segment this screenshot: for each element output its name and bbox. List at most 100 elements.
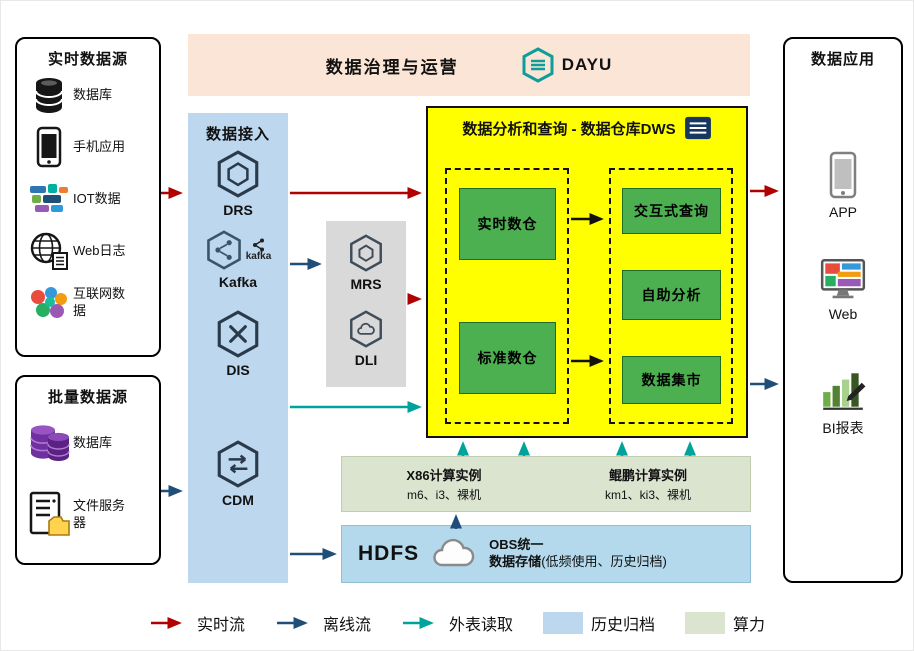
- legend-item-archive: 历史归档: [543, 611, 655, 635]
- list-item-iot: IOT数据: [17, 173, 159, 225]
- legend-label: 离线流: [322, 617, 371, 634]
- obs-cloud-icon: [433, 538, 475, 567]
- item-label: 互联网数据: [73, 286, 126, 318]
- dws-header: 数据分析和查询 - 数据仓库DWS: [428, 108, 746, 140]
- red-arrow-icon: [150, 617, 182, 629]
- app-label: APP: [828, 204, 857, 220]
- dws-panel: 数据分析和查询 - 数据仓库DWS 实时数仓 标准数仓 交互式查询 自助分析 数…: [426, 106, 748, 438]
- service-label: DRS: [223, 202, 253, 218]
- legend-label: 实时流: [196, 617, 245, 634]
- item-label: 手机应用: [73, 138, 126, 154]
- legend: 实时流 离线流 外表读取 历史归档 算力: [1, 611, 913, 635]
- kafka-logo-icon: [253, 238, 265, 252]
- smartphone-icon: [829, 151, 857, 199]
- mrs-icon: [350, 234, 382, 272]
- list-item-file-server: 文件服务器: [17, 479, 159, 551]
- service-label: Kafka: [218, 274, 258, 290]
- legend-label: 外表读取: [448, 617, 513, 634]
- bi-report-icon: [823, 373, 866, 410]
- list-item-batch-database: 数据库: [17, 407, 159, 479]
- archive-swatch: [543, 612, 583, 634]
- hdfs-label: HDFS: [358, 542, 420, 565]
- realtime-warehouse-box: 实时数仓: [459, 188, 556, 260]
- list-item-weblog: Web日志: [17, 225, 159, 277]
- service-drs: DRS: [188, 149, 288, 218]
- item-label: 数据库: [73, 86, 113, 102]
- internet-data-icon: [25, 285, 73, 321]
- app-item-app: APP: [785, 151, 901, 220]
- app-item-bi: BI报表: [785, 367, 901, 438]
- globe-document-icon: [25, 231, 73, 271]
- purple-database-icon: [25, 420, 73, 466]
- dli-icon: [350, 310, 382, 348]
- obs-line1: OBS统一: [489, 537, 544, 553]
- interactive-query-box: 交互式查询: [622, 188, 721, 234]
- legend-item-compute: 算力: [685, 611, 765, 635]
- app-label: Web: [828, 306, 858, 322]
- service-mrs: MRS: [326, 233, 406, 292]
- list-item-internet: 互联网数据: [17, 277, 159, 329]
- phone-icon: [25, 126, 73, 168]
- item-label: 数据库: [73, 434, 113, 450]
- service-kafka: kafka Kafka: [188, 229, 288, 290]
- applications-panel: 数据应用 APP Web: [783, 37, 903, 583]
- blue-arrow-icon: [276, 617, 308, 629]
- service-label: DLI: [354, 352, 378, 368]
- batch-sources-panel: 批量数据源 数据库: [15, 375, 161, 565]
- app-label: BI报表: [822, 420, 864, 436]
- instance-detail: km1、ki3、裸机: [604, 488, 691, 502]
- compute-swatch: [685, 612, 726, 634]
- service-dli: DLI: [326, 309, 406, 368]
- legend-label: 历史归档: [591, 617, 656, 634]
- legend-item-external: 外表读取: [401, 611, 513, 635]
- standard-warehouse-box: 标准数仓: [459, 322, 556, 394]
- instance-name: 鲲鹏计算实例: [608, 468, 687, 483]
- item-label: IOT数据: [73, 190, 121, 206]
- governance-banner: 数据治理与运营 DAYU: [188, 34, 750, 96]
- instance-name: X86计算实例: [406, 468, 482, 483]
- database-icon: [25, 76, 73, 114]
- self-service-analysis-box: 自助分析: [622, 270, 721, 320]
- legend-item-offline: 离线流: [275, 611, 371, 635]
- kafka-wordmark: kafka: [245, 238, 272, 262]
- document-lines-icon: [684, 116, 711, 140]
- service-cdm: CDM: [188, 439, 288, 508]
- app-item-web: Web: [785, 257, 901, 322]
- service-label: CDM: [222, 492, 254, 508]
- service-label: MRS: [350, 276, 382, 292]
- storage-banner: HDFS OBS统一 数据存储(低频使用、历史归档): [341, 525, 751, 583]
- dayu-logo-text: DAYU: [561, 55, 613, 74]
- legend-label: 算力: [733, 617, 766, 634]
- item-label: Web日志: [73, 242, 126, 258]
- iot-icon: [25, 182, 73, 216]
- obs-text: OBS统一 数据存储(低频使用、历史归档): [489, 537, 667, 571]
- obs-line2: 数据存储: [489, 554, 542, 569]
- kafka-hexagon-icon: [206, 230, 241, 270]
- warehouse-group: 实时数仓 标准数仓: [445, 168, 569, 424]
- data-ingestion-title: 数据接入: [205, 126, 270, 143]
- batch-sources-title: 批量数据源: [47, 389, 128, 406]
- list-item-mobile: 手机应用: [17, 121, 159, 173]
- dis-icon: [217, 310, 259, 358]
- drs-icon: [217, 150, 259, 198]
- compute-banner: X86计算实例 m6、i3、裸机 鲲鹏计算实例 km1、ki3、裸机: [341, 456, 751, 512]
- data-mart-box: 数据集市: [622, 356, 721, 404]
- dayu-logo-icon: [522, 47, 554, 83]
- web-monitor-icon: [820, 259, 866, 299]
- list-item-database: 数据库: [17, 69, 159, 121]
- kunpeng-compute-instance: 鲲鹏计算实例 km1、ki3、裸机: [546, 457, 750, 511]
- legend-item-realtime: 实时流: [149, 611, 245, 635]
- file-server-icon: [25, 491, 73, 539]
- service-label: DIS: [226, 362, 250, 378]
- kafka-logo-text: kafka: [245, 251, 272, 262]
- analytics-group: 交互式查询 自助分析 数据集市: [609, 168, 733, 424]
- cdm-icon: [217, 440, 259, 488]
- data-ingestion-panel: 数据接入 DRS: [188, 113, 288, 583]
- dws-title: 数据分析和查询 - 数据仓库DWS: [462, 120, 676, 138]
- governance-title: 数据治理与运营: [325, 57, 459, 77]
- item-label: 文件服务器: [73, 498, 126, 530]
- applications-title: 数据应用: [810, 51, 875, 68]
- service-dis: DIS: [188, 309, 288, 378]
- teal-arrow-icon: [402, 617, 434, 629]
